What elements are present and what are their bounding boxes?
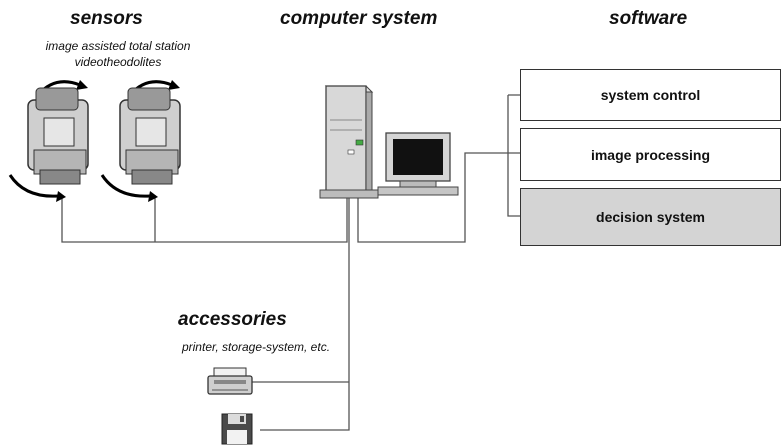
computer-to-storage-line xyxy=(260,196,350,431)
connection-lines xyxy=(61,94,520,431)
accessories-heading: accessories xyxy=(178,309,287,330)
sensors-heading: sensors xyxy=(70,8,143,29)
accessories-caption: printer, storage-system, etc. xyxy=(181,340,331,354)
theodolite-icon xyxy=(8,80,89,202)
monitor-icon xyxy=(377,132,459,196)
software-module-decision-system: decision system xyxy=(520,188,781,246)
sensors-caption-line1: image assisted total station xyxy=(45,39,191,53)
printer-icon xyxy=(207,367,253,395)
theodolite-icon xyxy=(100,80,181,202)
sensors-caption: image assisted total station videotheodo… xyxy=(18,38,218,70)
software-heading: software xyxy=(609,8,688,29)
computer-tower-icon xyxy=(319,85,379,199)
computer-to-software-line xyxy=(357,152,520,243)
software-module-system-control: system control xyxy=(520,69,781,121)
sensor-bus-line xyxy=(61,196,348,243)
software-bracket-line xyxy=(507,94,520,217)
floppy-disk-icon xyxy=(221,413,253,445)
computer-system-heading: computer system xyxy=(280,8,438,29)
software-module-image-processing: image processing xyxy=(520,128,781,181)
sensors-caption-line2: videotheodolites xyxy=(74,55,162,69)
